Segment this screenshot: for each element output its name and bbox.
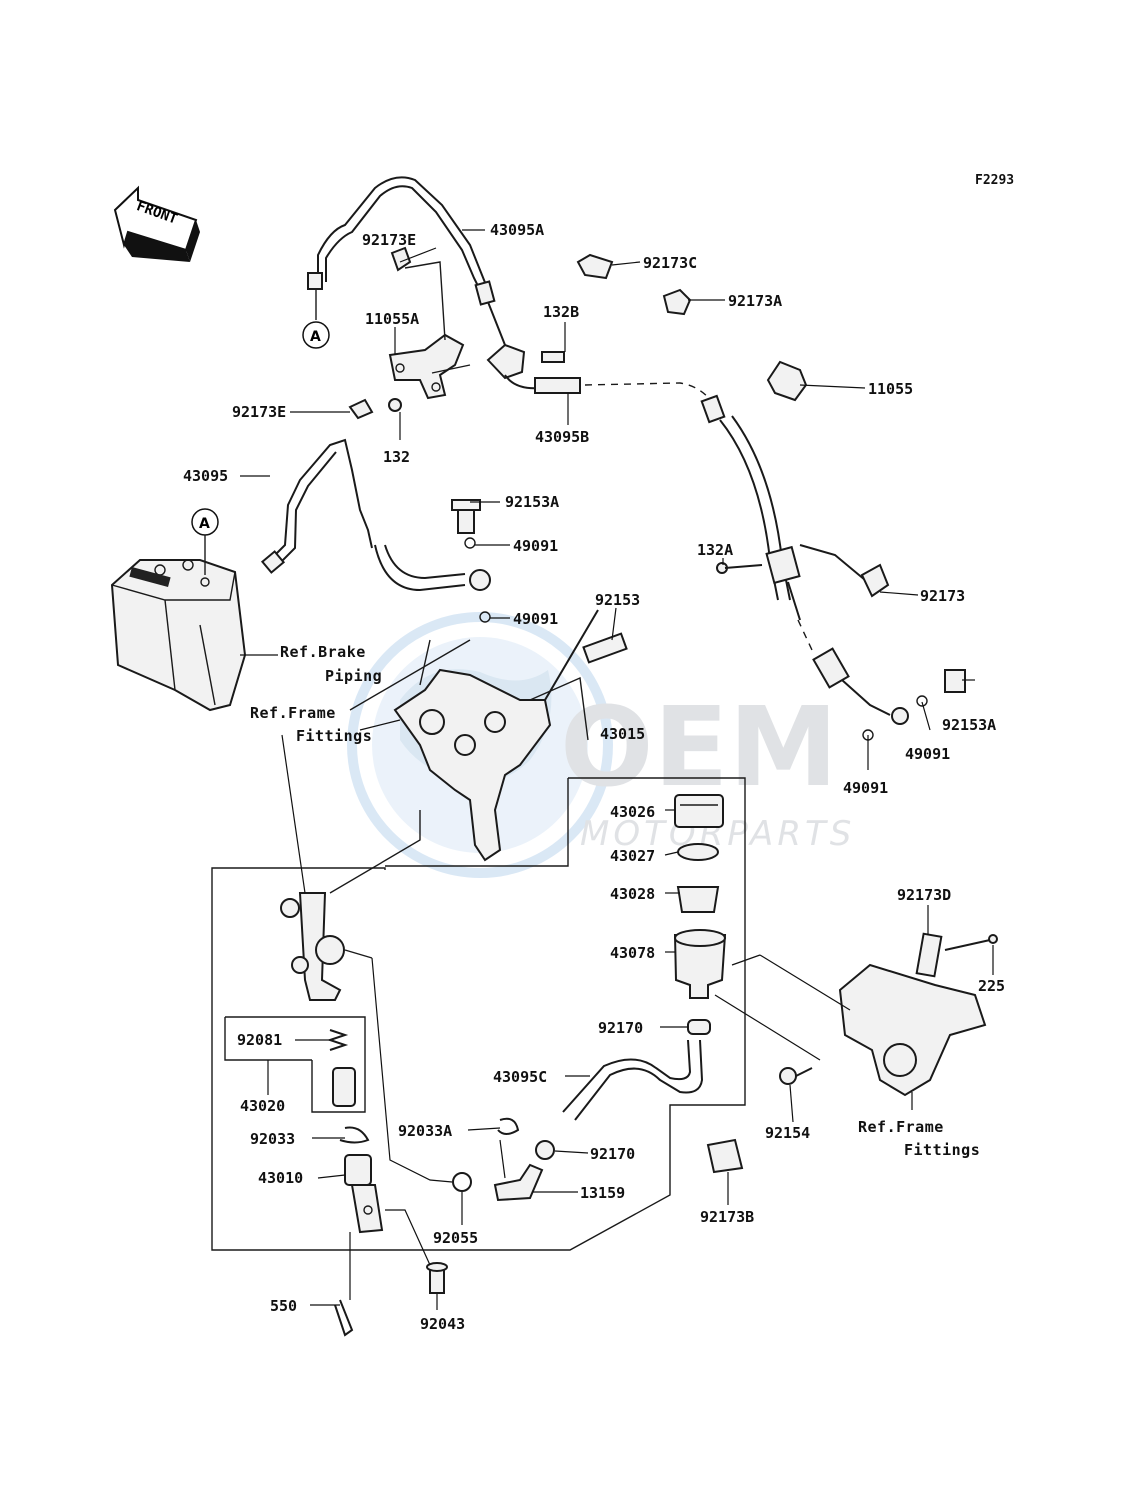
label-92173C: 92173C	[643, 254, 698, 272]
ref-brake-piping-line2: Piping	[325, 667, 383, 685]
label-92043: 92043	[420, 1315, 466, 1333]
label-43020: 43020	[240, 1097, 286, 1115]
marker-a-abs-label: A	[199, 516, 210, 532]
elbow-13159	[493, 1163, 544, 1202]
label-92154: 92154	[765, 1124, 811, 1142]
hose-right	[700, 394, 966, 741]
label-92173D: 92173D	[897, 886, 952, 904]
bracket-11055A	[348, 246, 471, 420]
master-cylinder-body	[280, 892, 373, 1001]
group-leader	[329, 810, 421, 894]
label-92153: 92153	[595, 591, 641, 609]
label-92173E-top: 92173E	[362, 231, 417, 249]
piston-43010	[344, 1154, 384, 1234]
circlip-92033A	[497, 1117, 520, 1135]
marker-a-top-label: A	[310, 329, 321, 345]
oring-92055	[452, 1172, 472, 1192]
ref-frame-left-line2: Fittings	[296, 727, 373, 745]
ref-frame-right-line2: Fittings	[904, 1141, 981, 1159]
label-49091-b: 49091	[513, 610, 559, 628]
clamp-92170-a	[687, 1019, 711, 1035]
label-92173: 92173	[920, 587, 966, 605]
ref-frame-left-line1: Ref.Frame	[250, 704, 336, 722]
label-92033A: 92033A	[398, 1122, 453, 1140]
ref-brake-piping-line1: Ref.Brake	[280, 643, 366, 661]
label-43027: 43027	[610, 847, 656, 865]
label-43095: 43095	[183, 467, 229, 485]
abs-unit	[110, 559, 247, 712]
label-92153A-top: 92153A	[505, 493, 560, 511]
label-92173A: 92173A	[728, 292, 783, 310]
label-132A: 132A	[697, 541, 734, 559]
front-arrow-icon: FRONT	[113, 185, 200, 262]
circlip-92033	[339, 1126, 370, 1144]
label-92153A-right: 92153A	[942, 716, 997, 734]
label-132B: 132B	[543, 303, 580, 321]
label-43015: 43015	[600, 725, 646, 743]
reservoir-43078	[673, 929, 727, 999]
hose-43095C	[562, 1039, 704, 1121]
label-225: 225	[978, 977, 1006, 995]
marker-a-top: A	[302, 290, 330, 349]
label-92170-a: 92170	[598, 1019, 644, 1037]
joint-block	[388, 343, 581, 412]
label-43026: 43026	[610, 803, 656, 821]
label-49091-a: 49091	[513, 537, 559, 555]
pipe-dashed-top	[584, 382, 713, 403]
label-11055: 11055	[868, 380, 914, 398]
label-43095C: 43095C	[493, 1068, 548, 1086]
bolt-92154	[779, 1067, 813, 1085]
clip-92173C	[576, 253, 614, 280]
group-43020	[224, 1016, 366, 1113]
group-outline-inner	[385, 778, 569, 867]
label-92173B: 92173B	[700, 1208, 755, 1226]
figure-id: F2293	[975, 173, 1015, 188]
label-43095A: 43095A	[490, 221, 545, 239]
plate-43028	[676, 886, 720, 913]
label-550: 550	[270, 1297, 298, 1315]
label-49091-d: 49091	[843, 779, 889, 797]
label-92170-b: 92170	[590, 1145, 636, 1163]
hose-43095A	[307, 176, 506, 346]
label-92081: 92081	[237, 1031, 283, 1049]
diaphragm-43027	[677, 843, 719, 861]
clamp-92170-b	[535, 1140, 555, 1160]
label-13159: 13159	[580, 1184, 626, 1202]
frame-fitting-right	[838, 932, 998, 1097]
label-43095B: 43095B	[535, 428, 590, 446]
group-outline	[211, 777, 746, 1251]
marker-a-abs: A	[191, 508, 219, 575]
label-92173E-bottom: 92173E	[232, 403, 287, 421]
reservoir-cap-43026	[674, 794, 724, 828]
clamp-11055	[766, 360, 808, 402]
clip-92173B	[706, 1138, 744, 1174]
hose-43095	[260, 438, 491, 623]
label-43010: 43010	[258, 1169, 304, 1187]
master-cylinder-bracket	[349, 609, 628, 862]
leader-lines	[240, 229, 994, 1310]
ref-frame-right-line1: Ref.Frame	[858, 1118, 944, 1136]
label-92033: 92033	[250, 1130, 296, 1148]
label-132: 132	[383, 448, 411, 466]
watermark-oem: OEM	[560, 683, 838, 811]
label-11055A: 11055A	[365, 310, 420, 328]
label-43078: 43078	[610, 944, 656, 962]
label-92055: 92055	[433, 1229, 479, 1247]
pin-92043	[426, 1262, 448, 1294]
clip-92173A	[662, 288, 692, 316]
label-49091-c: 49091	[905, 745, 951, 763]
cotter-pin-550	[334, 1299, 354, 1337]
label-43028: 43028	[610, 885, 656, 903]
